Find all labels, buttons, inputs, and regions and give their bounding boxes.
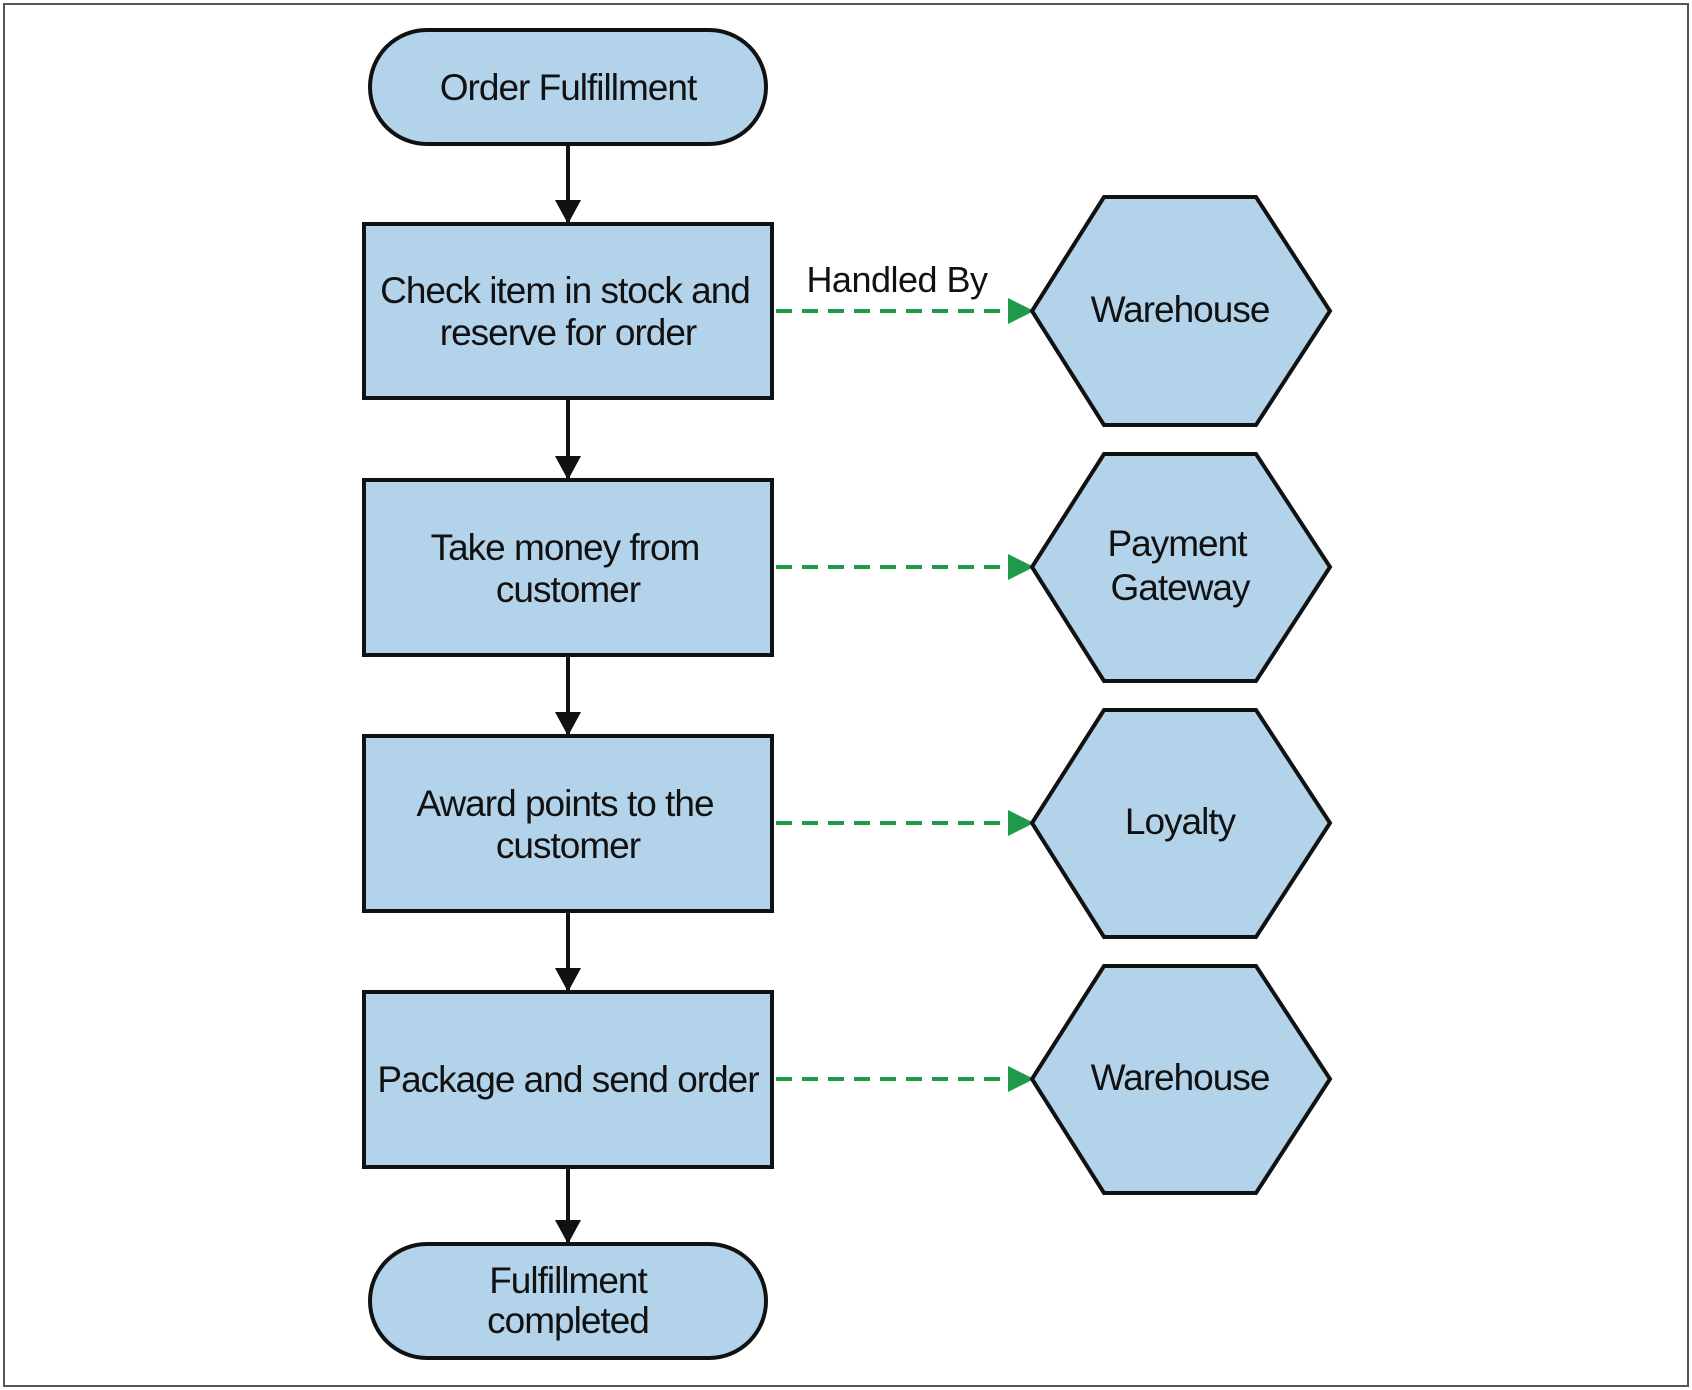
end-terminal: Fulfillment completed [368,1242,768,1360]
process-step-label-line-2: reserve for order [440,312,697,353]
handler-arrowhead-3 [1008,810,1034,836]
start-terminal-label: Order Fulfillment [440,67,698,108]
process-step-label-line-1: Check item in stock and [380,270,750,311]
flow-arrowhead-2 [555,456,581,480]
process-step-label-line-1: Take money from [431,527,700,568]
handler-hexagon [1029,964,1333,1195]
flow-arrowhead-4 [555,968,581,992]
handler-hexagon [1029,452,1333,683]
flow-arrows [555,144,581,1244]
flow-arrowhead-1 [555,200,581,224]
handler-label-line-1: Warehouse [1091,1057,1270,1098]
end-terminal-shape [368,1242,768,1360]
handler-node-4: Warehouse [1029,964,1333,1195]
handler-label-line-1: Loyalty [1125,801,1237,842]
handler-label-line-1: Payment [1107,523,1248,564]
flow-arrowhead-3 [555,712,581,736]
process-step-label-line-2: customer [496,569,641,610]
handler-arrows [776,309,1012,1081]
handler-hexagon [1029,195,1333,427]
flow-arrowhead-5 [555,1220,581,1244]
process-step-4: Package and send order [362,990,774,1169]
process-step-box [362,478,774,657]
end-terminal-label-line-2: completed [487,1300,649,1341]
handler-node-1: Warehouse [1029,195,1333,427]
handler-arrowhead-4 [1008,1066,1034,1092]
handler-label-line-2: Gateway [1110,567,1251,608]
process-step-label-line-1: Award points to the [416,783,713,824]
handled-by-label: Handled By [806,259,988,300]
handler-arrowheads [1008,298,1034,1092]
process-step-3: Award points to the customer [362,734,774,913]
process-step-label-line-2: customer [496,825,641,866]
diagram-frame [3,3,1689,1387]
handler-label-line-1: Warehouse [1091,289,1270,330]
process-step-box [362,734,774,913]
process-step-label-line-1: Package and send order [377,1059,759,1100]
end-terminal-label-line-1: Fulfillment [489,1260,648,1301]
process-step-2: Take money from customer [362,478,774,657]
process-step-box [362,222,774,400]
handler-node-3: Loyalty [1029,708,1333,939]
start-terminal-shape [368,28,768,146]
process-step-1: Check item in stock and reserve for orde… [362,222,774,400]
handler-arrowhead-1 [1008,298,1034,324]
handler-node-2: Payment Gateway [1029,452,1333,683]
handler-arrowhead-2 [1008,554,1034,580]
process-step-box [362,990,774,1169]
start-terminal: Order Fulfillment [368,28,768,146]
handler-hexagon [1029,708,1333,939]
